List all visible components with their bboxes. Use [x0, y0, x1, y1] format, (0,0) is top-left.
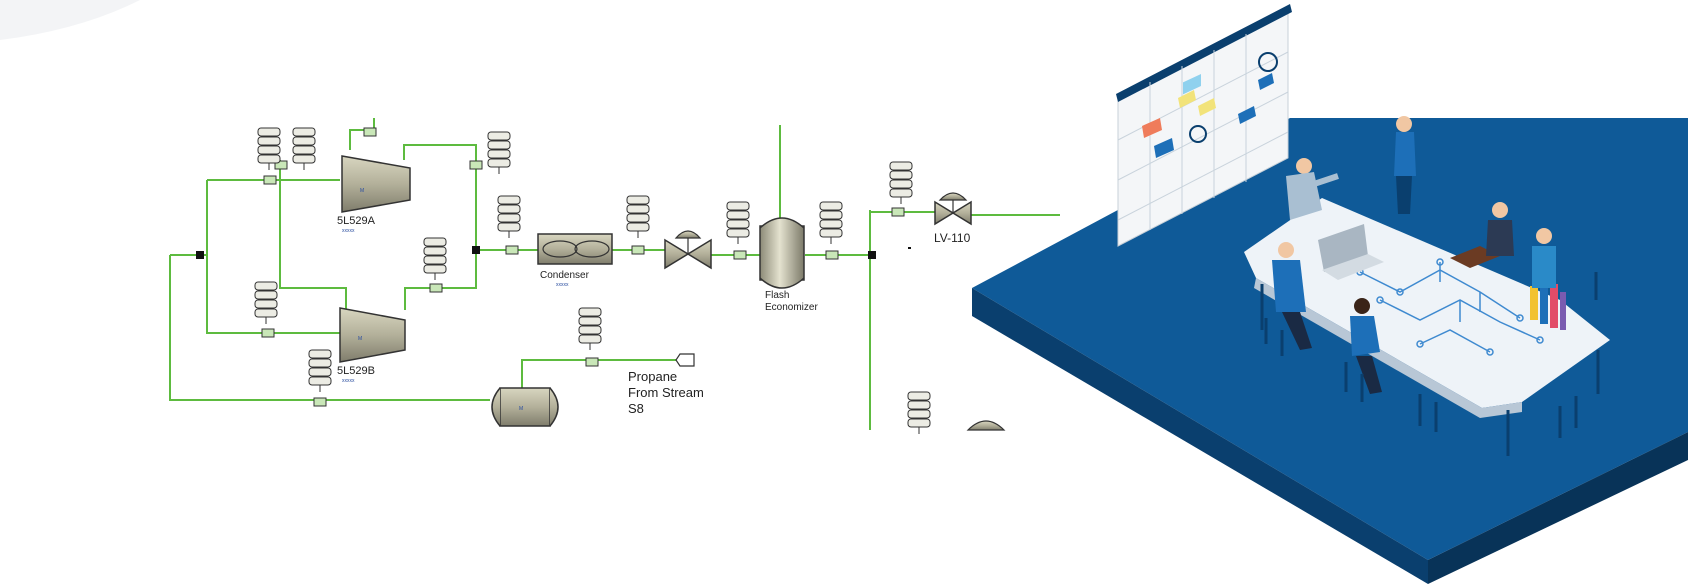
pipe [521, 359, 680, 390]
laptop-icon [1318, 224, 1384, 280]
pipe [279, 160, 347, 310]
svg-text:M: M [358, 336, 362, 342]
lv-110-valve [934, 192, 972, 226]
bar-chart-icon [1530, 276, 1566, 330]
stream-nodes [196, 127, 905, 407]
propane-label-line2: From Stream [628, 385, 704, 400]
svg-text:xxxxx: xxxxx [556, 282, 569, 288]
chairs [1264, 272, 1598, 438]
pipe [206, 255, 340, 334]
compressor-b: M [339, 307, 406, 363]
partial-vessel [966, 420, 1006, 431]
whiteboard-icon [1116, 4, 1292, 247]
flash-label-line2: Economizer [765, 302, 818, 313]
svg-text:M: M [519, 406, 523, 412]
pipe [403, 144, 477, 250]
people-meeting-icon [1272, 116, 1556, 394]
svg-text:M: M [360, 188, 364, 194]
compressor-a: M [341, 155, 411, 213]
flash-economizer-vessel [759, 217, 805, 289]
svg-text:xxxxx: xxxxx [342, 228, 355, 234]
svg-text:xxxxx: xxxxx [342, 378, 355, 384]
compressor-b-label: 5L529B [337, 365, 375, 377]
pipe [169, 180, 490, 401]
meeting-illustration [972, 4, 1688, 584]
propane-label-line1: Propane [628, 369, 677, 384]
background-smudge [0, 0, 140, 40]
condenser [537, 233, 613, 265]
flash-label-line1: Flash [765, 290, 789, 301]
feed-arrow-icon [675, 353, 695, 367]
lv-110-label: LV-110 [934, 231, 971, 245]
control-valve [664, 230, 712, 270]
compressor-a-label: 5L529A [337, 215, 376, 227]
condenser-label: Condenser [540, 270, 590, 281]
receiver-drum: M [491, 387, 559, 427]
circuit-board-icon [1356, 258, 1544, 356]
propane-label-line3: S8 [628, 401, 644, 416]
platform-side [972, 288, 1428, 584]
pipe [349, 118, 375, 150]
